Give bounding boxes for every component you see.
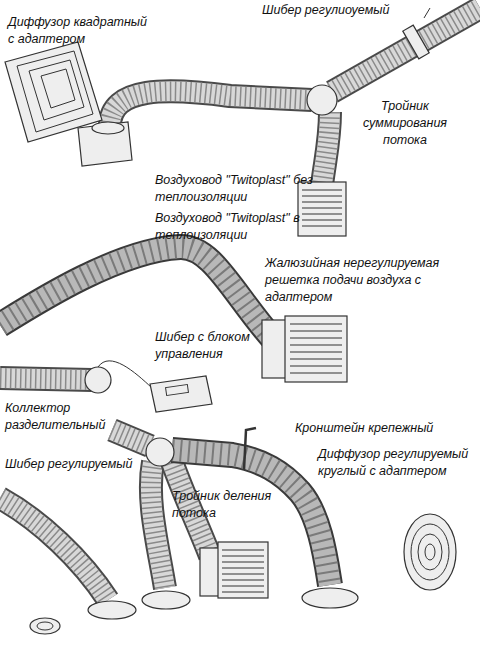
duct	[0, 498, 108, 600]
part-label: Коллектор разделительный	[5, 400, 105, 434]
diffuser-ring	[29, 60, 84, 120]
duct	[322, 112, 330, 185]
insulated-duct	[0, 247, 272, 338]
grille-adapter	[262, 320, 288, 378]
square-diffuser	[5, 42, 132, 166]
part-label: Тройник суммирования потока	[345, 98, 465, 149]
grille-louvers	[302, 190, 342, 226]
damper-motor	[85, 367, 111, 393]
grille-louvers	[290, 324, 342, 373]
adapter-neck	[92, 122, 124, 134]
diffuser-disc	[30, 618, 60, 634]
duct	[112, 430, 150, 446]
duct	[0, 378, 92, 380]
insulated-duct	[0, 247, 272, 338]
grille-frame	[218, 542, 268, 598]
louver-grille	[200, 542, 268, 598]
duct	[332, 8, 480, 92]
part-label: Шибер регулиоуемый	[262, 2, 432, 19]
duct	[0, 378, 92, 380]
duct	[110, 91, 312, 128]
round-adapter	[142, 591, 190, 609]
damper-ring	[403, 25, 429, 59]
insulated-duct	[0, 247, 272, 338]
damper-handle	[424, 8, 430, 18]
adapter-box	[78, 122, 132, 166]
duct	[0, 498, 108, 600]
part-label: Тройник деления потока	[172, 488, 282, 522]
diffuser-ring	[425, 544, 435, 560]
round-diffuser	[404, 514, 456, 590]
duct	[112, 430, 150, 446]
part-label: Шибер регулируемый	[5, 456, 175, 473]
duct	[0, 498, 108, 600]
duct	[110, 91, 312, 128]
diffuser-ring	[37, 622, 53, 630]
round-adapter	[88, 601, 136, 619]
diffuser-disc	[404, 514, 456, 590]
duct-plain	[0, 8, 480, 600]
part-label: Кронштейн крепежный	[295, 420, 475, 437]
duct	[151, 462, 165, 588]
diffuser-ring	[418, 534, 442, 570]
diffuser-ring	[41, 69, 75, 108]
duct	[112, 430, 150, 446]
duct	[0, 378, 92, 380]
duct	[110, 91, 312, 128]
tee-sum	[307, 85, 337, 115]
part-label: Диффузор квадратный с адаптером	[8, 14, 148, 48]
part-label: Воздуховод "Twitoplast" без теплоизоляци…	[155, 172, 335, 206]
control-display	[166, 385, 189, 396]
round-adapter	[302, 588, 358, 608]
duct	[151, 462, 165, 588]
part-label: Жалюзийная нерегулируемая решетка подачи…	[265, 255, 475, 306]
mount-bracket	[244, 428, 256, 470]
control-wire	[98, 361, 152, 388]
round-diffuser-small	[30, 618, 60, 634]
duct	[332, 8, 480, 92]
duct	[322, 112, 330, 185]
louver-grille	[262, 316, 347, 382]
grille-frame	[285, 316, 347, 382]
duct	[322, 112, 330, 185]
part-label: Воздуховод "Twitoplast" в теплоизоляции	[155, 210, 335, 244]
grille-louvers	[222, 550, 264, 592]
part-label: Диффузор регулируемый круглый с адаптеро…	[318, 446, 480, 480]
grille-frame	[298, 182, 346, 236]
duct	[151, 462, 165, 588]
control-unit	[150, 376, 212, 412]
diffuser-ring	[411, 524, 449, 580]
tee-split	[146, 438, 174, 466]
diffuser-ring	[17, 51, 93, 132]
part-label: Шибер с блоком управления	[155, 329, 290, 363]
louver-grille	[298, 182, 346, 236]
duct	[332, 8, 480, 92]
